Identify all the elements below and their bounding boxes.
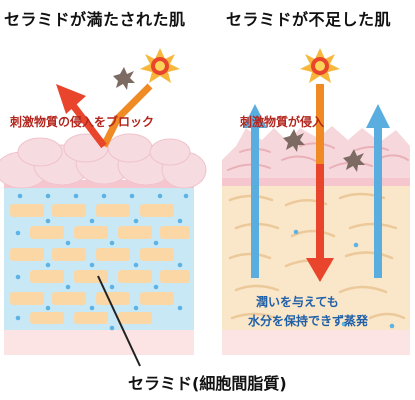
invasion-arrow xyxy=(306,84,334,282)
healthy-skin xyxy=(0,48,207,367)
ceramide-caption: セラミド(細胞間脂質) xyxy=(128,374,287,393)
title-healthy-skin: セラミドが満たされた肌 xyxy=(4,10,186,29)
irritant-particle-icon-right-1 xyxy=(283,129,305,152)
label-irritants-invade: 刺激物質が侵入 xyxy=(240,115,325,129)
irritant-particle-icon-right-2 xyxy=(343,149,365,172)
title-damaged-skin: セラミドが不足した肌 xyxy=(226,10,392,29)
sun-irritant-icon xyxy=(140,48,180,83)
ceramide-pointer-line xyxy=(97,275,141,367)
ceramide-dots xyxy=(15,193,189,331)
damaged-cells xyxy=(228,192,406,320)
sun-irritant-icon-right xyxy=(300,48,340,83)
evaporation-arrows xyxy=(243,104,390,278)
label-evaporate-line2: 水分を保持できず蒸発 xyxy=(248,314,369,328)
label-evaporate-line1: 潤いを与えても xyxy=(256,295,339,309)
label-block-irritants: 刺激物質の侵入をブロック xyxy=(10,115,155,129)
irritant-particle-icon xyxy=(113,67,135,90)
sparse-ceramide-dots xyxy=(293,229,395,329)
damaged-skin xyxy=(222,48,410,355)
corneocyte-bricks xyxy=(10,204,190,324)
deflect-arrow xyxy=(56,83,153,149)
